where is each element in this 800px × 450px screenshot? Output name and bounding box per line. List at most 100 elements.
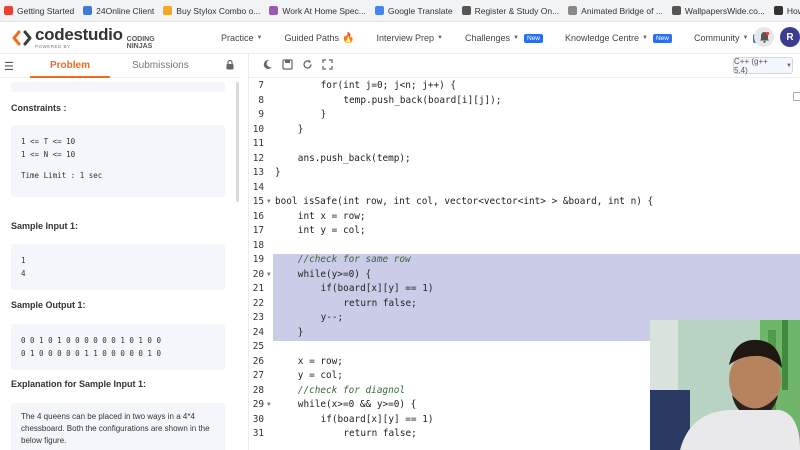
explanation-box: The 4 queens can be placed in two ways i… — [11, 403, 225, 450]
save-icon[interactable] — [282, 59, 293, 73]
fold-toggle-icon[interactable]: ▼ — [267, 198, 271, 205]
code-text: return false; — [343, 297, 417, 309]
notification-bell-icon[interactable] — [754, 27, 774, 47]
nav-item-label: Interview Prep — [376, 33, 434, 43]
bookmark-item[interactable]: Register & Study On... — [461, 5, 560, 16]
code-line[interactable]: 25 — [249, 341, 800, 356]
copy-icon[interactable] — [793, 92, 800, 101]
dark-mode-icon[interactable] — [262, 59, 273, 73]
reset-icon[interactable] — [302, 59, 313, 73]
line-number: 9 — [258, 109, 264, 120]
codestudio-logo[interactable]: codestudio POWERED BY CODING NINJAS — [12, 26, 155, 50]
code-line[interactable]: 28//check for diagnol — [249, 385, 800, 400]
line-number: 30 — [252, 413, 264, 425]
code-text: return false; — [343, 428, 417, 439]
nav-item-knowledge-centre[interactable]: Knowledge Centre▼New — [565, 33, 672, 43]
bookmark-item[interactable]: Animated Bridge of ... — [568, 6, 663, 16]
bookmark-item[interactable]: WallpapersWide.co... — [671, 6, 765, 16]
code-line[interactable]: 24} — [249, 327, 800, 342]
bookmark-item[interactable]: Getting Started — [4, 6, 74, 16]
code-line[interactable]: 10} — [249, 124, 800, 139]
code-line[interactable]: 20▼while(y>=0) { — [249, 269, 800, 284]
code-text: } — [297, 123, 304, 135]
bookmark-label: Getting Started — [17, 5, 75, 16]
logo-partner-line-2: NINJAS — [126, 42, 153, 50]
line-number: 8 — [258, 94, 264, 106]
nav-item-label: Community — [693, 33, 740, 43]
tab-problem[interactable]: Problem — [50, 60, 91, 71]
line-number: 26 — [252, 355, 264, 367]
line-number: 13 — [252, 167, 264, 178]
user-avatar[interactable]: R — [780, 27, 800, 47]
code-line[interactable]: 14 — [249, 182, 800, 197]
bookmark-favicon-icon — [374, 6, 384, 15]
active-tab-indicator — [30, 76, 110, 78]
fold-toggle-icon[interactable]: ▼ — [267, 270, 271, 278]
sample-output-line: 0 1 0 0 0 0 0 1 1 0 0 0 0 0 1 0 — [21, 349, 161, 358]
code-line[interactable]: 15▼bool isSafe(int row, int col, vector<… — [249, 196, 800, 211]
nav-item-guided-paths[interactable]: Guided Paths🔥 — [284, 33, 354, 44]
chevron-down-icon: ▼ — [256, 35, 263, 41]
code-text: temp.push_back(board[i][j]); — [343, 94, 502, 106]
bookmark-item[interactable]: Google Translate — [374, 6, 453, 16]
nav-item-challenges[interactable]: Challenges▼New — [465, 33, 543, 43]
explanation-text: The 4 queens can be placed in two ways i… — [21, 412, 210, 445]
line-number: 10 — [252, 123, 264, 135]
code-line[interactable]: 13} — [249, 167, 800, 182]
tab-submissions[interactable]: Submissions — [132, 60, 189, 71]
chevron-down-icon: ▼ — [786, 62, 792, 69]
problem-scrollbar[interactable] — [236, 82, 239, 202]
sample-input-title: Sample Input 1: — [11, 221, 79, 231]
code-line[interactable]: 19//check for same row — [249, 254, 800, 269]
chevron-down-icon: ▼ — [512, 35, 519, 41]
logo-partner-line-1: CODING — [126, 35, 155, 43]
explanation-title: Explanation for Sample Input 1: — [11, 379, 147, 389]
code-line[interactable]: 18 — [249, 240, 800, 255]
code-text: } — [275, 167, 281, 178]
nav-item-practice[interactable]: Practice▼ — [221, 33, 262, 43]
line-number: 12 — [252, 152, 264, 164]
bookmark-label: Register & Study On... — [474, 5, 560, 16]
code-line[interactable]: 9} — [249, 109, 800, 124]
code-line[interactable]: 8 temp.push_back(board[i][j]); — [249, 95, 800, 110]
nav-item-label: Knowledge Centre — [564, 33, 640, 43]
fold-toggle-icon[interactable]: ▼ — [267, 401, 271, 408]
nav-item-interview-prep[interactable]: Interview Prep▼ — [376, 33, 442, 43]
code-line[interactable]: 29▼while(x>=0 && y>=0) { — [249, 399, 800, 414]
previous-section-box — [11, 82, 225, 92]
bookmark-item[interactable]: Buy Stylox Combo o... — [163, 6, 260, 16]
bookmark-label: Animated Bridge of ... — [581, 5, 663, 16]
bookmark-favicon-icon — [83, 6, 93, 15]
bookmarks-bar: Getting Started 24Online Client Buy Stylox… — [0, 0, 800, 22]
sample-input-line: 1 — [21, 256, 26, 265]
code-text: for(int j=0; j<n; j++) { — [320, 80, 457, 91]
language-select[interactable]: C++ (g++ 5.4) ▼ — [733, 57, 793, 75]
constraint-line: 1 <= T <= 10 — [21, 137, 76, 146]
bookmark-label: Buy Stylox Combo o... — [176, 5, 261, 16]
fire-icon: 🔥 — [342, 32, 355, 44]
constraint-line: 1 <= N <= 10 — [21, 150, 76, 159]
line-number: 21 — [252, 283, 264, 294]
fullscreen-icon[interactable] — [322, 59, 333, 73]
bookmark-item[interactable]: How To Convert Wi... — [773, 6, 800, 16]
code-text: bool isSafe(int row, int col, vector<vec… — [275, 196, 654, 207]
bookmark-item[interactable]: 24Online Client — [83, 6, 154, 16]
code-line[interactable]: 11 — [249, 138, 800, 153]
sample-output-box: 0 0 1 0 1 0 0 0 0 0 0 1 0 1 0 0 0 1 0 0 … — [11, 324, 225, 370]
webcam-overlay — [650, 320, 800, 450]
bookmark-item[interactable]: Work At Home Spec... — [269, 6, 366, 16]
line-number: 23 — [252, 312, 264, 323]
hamburger-menu-icon[interactable]: ☰ — [4, 61, 14, 73]
